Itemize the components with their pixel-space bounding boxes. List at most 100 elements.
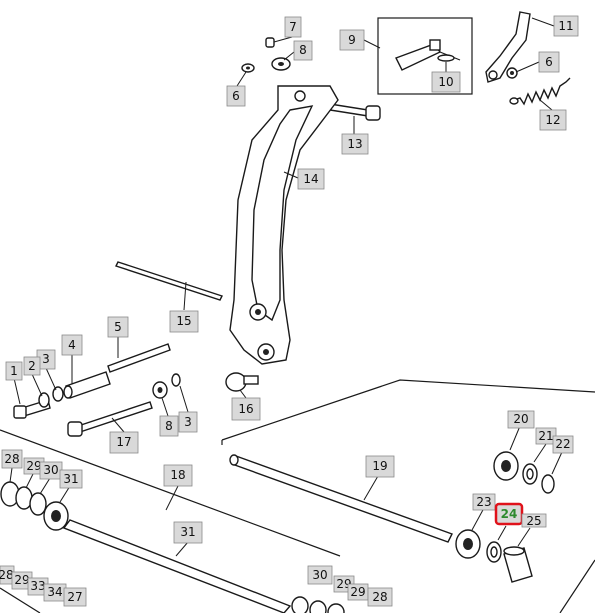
- callout-28-bottom: 28: [367, 587, 393, 607]
- callout-9: 9: [339, 29, 365, 51]
- part-20-bushing: [493, 451, 519, 481]
- part-3-nut-left: [52, 386, 64, 402]
- svg-text:19: 19: [372, 459, 387, 473]
- svg-text:29: 29: [350, 585, 365, 599]
- callout-29-top: 29: [23, 457, 45, 475]
- part-19-shaft: [229, 454, 453, 543]
- callout-24-highlighted: 24: [494, 502, 524, 526]
- callout-18: 18: [163, 464, 193, 487]
- svg-text:33: 33: [30, 579, 45, 593]
- callout-22: 22: [552, 435, 574, 454]
- leader-lines: [9, 17, 563, 557]
- part-22-ring: [541, 474, 555, 494]
- svg-text:28: 28: [0, 568, 14, 582]
- svg-text:17: 17: [116, 435, 131, 449]
- part-6-washer-left: [241, 63, 255, 73]
- callout-17: 17: [109, 431, 139, 454]
- svg-text:3: 3: [184, 415, 192, 429]
- part-7-screw: [265, 37, 275, 48]
- callout-4: 4: [61, 334, 83, 356]
- part-4-sleeve: [63, 371, 111, 399]
- part-6-washer-right: [506, 67, 518, 79]
- callout-7: 7: [284, 16, 302, 38]
- svg-text:13: 13: [347, 137, 362, 151]
- callout-6-left: 6: [226, 85, 246, 107]
- callout-27: 27: [63, 587, 87, 607]
- callout-31-top: 31: [59, 469, 83, 489]
- part-23-bushing: [455, 529, 481, 559]
- svg-text:7: 7: [289, 20, 297, 34]
- callout-19: 19: [365, 455, 395, 478]
- svg-text:8: 8: [299, 43, 307, 57]
- svg-text:27: 27: [67, 590, 82, 604]
- svg-text:29: 29: [14, 573, 29, 587]
- callout-32: 31: [173, 521, 203, 544]
- inset-frame-top: [377, 17, 473, 95]
- callout-8-mid: 8: [159, 415, 179, 437]
- callout-28-top: 28: [1, 449, 23, 469]
- svg-text:15: 15: [176, 314, 191, 328]
- svg-text:34: 34: [47, 585, 62, 599]
- callout-3-mid: 3: [178, 411, 198, 433]
- svg-text:28: 28: [372, 590, 387, 604]
- left-bushings-top: [0, 481, 69, 531]
- part-17-bolt: [67, 401, 153, 437]
- callout-31-bottom: 30: [307, 565, 333, 585]
- svg-text:10: 10: [438, 75, 453, 89]
- callout-5: 5: [107, 316, 129, 338]
- svg-text:31: 31: [63, 472, 78, 486]
- part-12-spring: [509, 77, 571, 106]
- callout-3-left: 3: [36, 349, 56, 370]
- callout-29-bottom: 29: [347, 583, 369, 601]
- part-24-washer: [486, 541, 502, 563]
- callout-8-top: 8: [293, 40, 313, 61]
- callout-11: 11: [553, 15, 579, 37]
- frame-left: [0, 429, 341, 613]
- svg-text:30: 30: [312, 568, 327, 582]
- svg-text:6: 6: [232, 89, 240, 103]
- svg-text:24: 24: [501, 507, 518, 521]
- svg-text:29: 29: [26, 459, 41, 473]
- svg-text:11: 11: [558, 19, 573, 33]
- svg-text:3: 3: [42, 352, 50, 366]
- svg-text:20: 20: [513, 412, 528, 426]
- callout-16: 16: [231, 397, 261, 421]
- callout-30-top: 30: [39, 461, 63, 480]
- part-8-nut-top: [271, 57, 291, 71]
- part-18-shaft-left: [62, 519, 292, 613]
- svg-text:30: 30: [43, 463, 58, 477]
- svg-text:28: 28: [4, 452, 19, 466]
- svg-text:4: 4: [68, 338, 76, 352]
- callout-28-left: 28: [0, 565, 15, 585]
- callout-1: 1: [5, 361, 23, 381]
- callout-23: 23: [472, 493, 496, 511]
- part-16-knob: [225, 372, 259, 392]
- svg-text:9: 9: [348, 33, 356, 47]
- svg-text:12: 12: [545, 113, 560, 127]
- part-25-sleeve: [503, 546, 533, 583]
- callout-12: 12: [539, 109, 567, 131]
- part-8-nut-mid: [152, 381, 168, 399]
- svg-text:21: 21: [538, 429, 553, 443]
- callout-25: 25: [521, 513, 547, 528]
- callout-21: 21: [535, 427, 557, 445]
- svg-text:6: 6: [545, 55, 553, 69]
- svg-text:14: 14: [303, 172, 318, 186]
- svg-text:22: 22: [555, 437, 570, 451]
- part-10-bracket: [395, 39, 461, 71]
- svg-text:23: 23: [476, 495, 491, 509]
- svg-text:8: 8: [165, 419, 173, 433]
- callout-10: 10: [431, 71, 461, 93]
- callout-29-left: 29: [11, 571, 33, 590]
- callout-6-right: 6: [538, 51, 560, 73]
- svg-text:16: 16: [238, 402, 253, 416]
- left-bushings-bottom: [291, 596, 345, 613]
- part-3-washer-mid: [171, 373, 181, 387]
- callout-15: 15: [169, 310, 199, 333]
- callout-14: 14: [297, 168, 325, 190]
- svg-text:31: 31: [180, 525, 195, 539]
- callout-20: 20: [507, 410, 535, 429]
- part-21-washer: [522, 463, 538, 485]
- part-13-bolt: [329, 103, 381, 121]
